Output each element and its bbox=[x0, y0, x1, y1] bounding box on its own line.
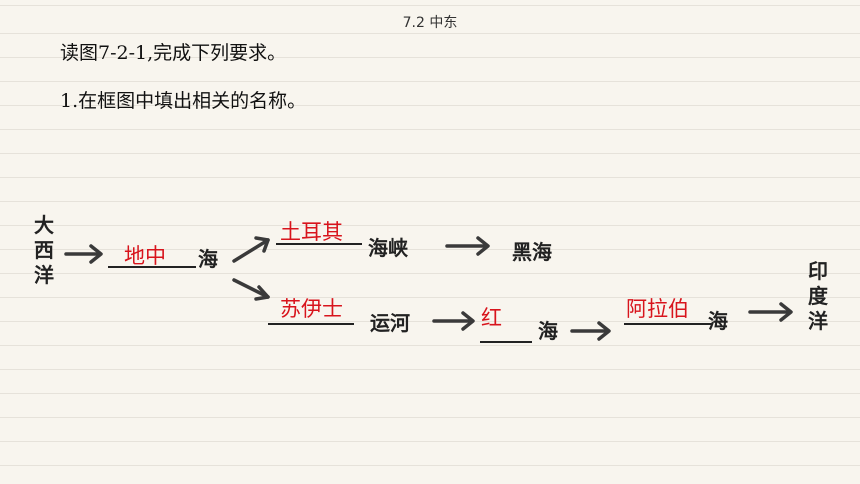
label-sea-suffix-1: 海 bbox=[198, 247, 218, 271]
answer-suez-canal: 苏伊士 bbox=[280, 297, 343, 321]
arrow-arabian-to-indian bbox=[748, 302, 793, 322]
blank-red-sea bbox=[480, 341, 532, 343]
arrow-atlantic-to-med bbox=[64, 244, 103, 264]
arrow-med-to-canal bbox=[232, 278, 270, 301]
answer-mediterranean: 地中 bbox=[124, 244, 166, 268]
answer-turkish-strait: 土耳其 bbox=[280, 220, 343, 244]
blank-turkish-strait bbox=[276, 243, 362, 245]
label-indian-ocean: 印度洋 bbox=[808, 259, 828, 333]
label-canal-suffix: 运河 bbox=[370, 311, 410, 335]
arrow-canal-to-redsea bbox=[432, 311, 475, 331]
label-black-sea: 黑海 bbox=[512, 240, 552, 264]
arrow-strait-to-blacksea bbox=[445, 236, 490, 256]
page-header: 7.2 中东 bbox=[402, 15, 458, 31]
arrow-med-to-strait bbox=[232, 236, 270, 263]
answer-red-sea: 红 bbox=[481, 306, 502, 330]
blank-mediterranean bbox=[108, 266, 196, 268]
instruction-line-2: 1.在框图中填出相关的名称。 bbox=[60, 90, 307, 112]
blank-suez-canal bbox=[268, 323, 354, 325]
label-sea-suffix-2: 海 bbox=[538, 319, 558, 343]
label-strait-suffix: 海峡 bbox=[368, 236, 408, 260]
label-sea-suffix-3: 海 bbox=[708, 309, 728, 333]
blank-arabian-sea bbox=[624, 323, 712, 325]
answer-arabian-sea: 阿拉伯 bbox=[626, 297, 689, 321]
instruction-line-1: 读图7-2-1,完成下列要求。 bbox=[60, 42, 287, 64]
arrow-redsea-to-arabian bbox=[570, 321, 611, 341]
label-atlantic-ocean: 大西洋 bbox=[34, 213, 54, 287]
